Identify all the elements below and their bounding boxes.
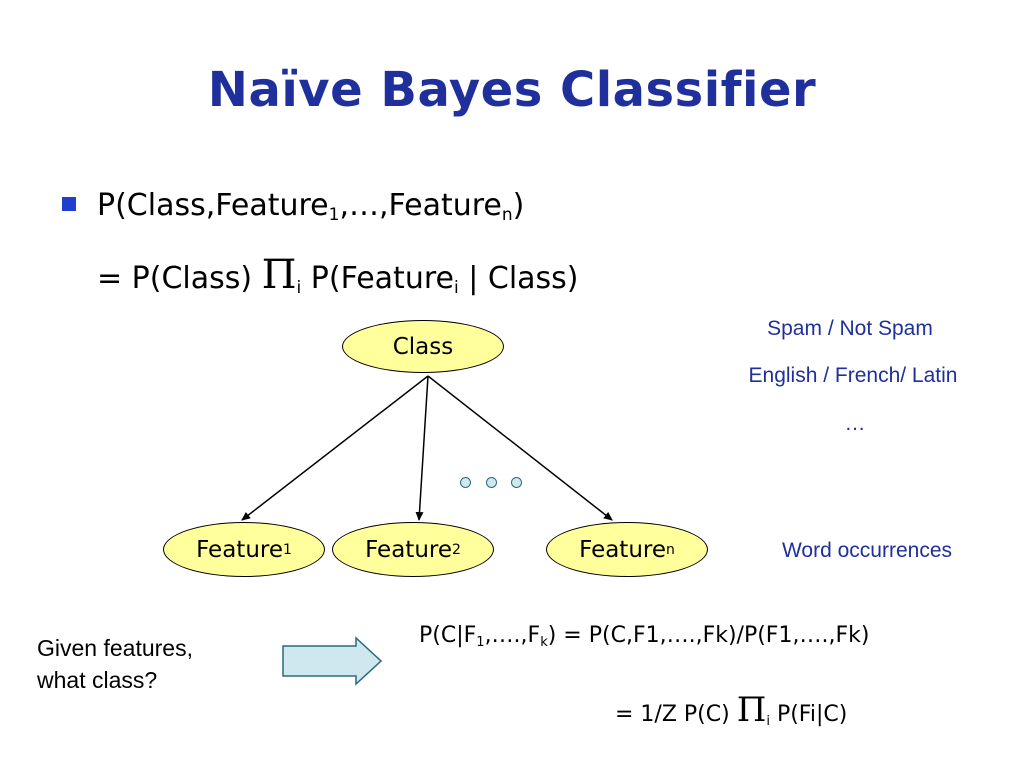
product-symbol-2: Π xyxy=(736,690,767,730)
eq1-mid: ,…,Feature xyxy=(339,188,502,223)
joint-probability-line: P(Class,Feature1,…,Featuren) xyxy=(97,188,524,225)
f1-sub-1: 1 xyxy=(476,635,485,650)
label-ellipsis: … xyxy=(844,412,866,435)
eq1-prefix: P(Class,Feature xyxy=(97,188,329,223)
f1-sub-k: k xyxy=(540,635,548,650)
question-line-1: Given features, xyxy=(37,635,193,661)
eq1-sub-n: n xyxy=(501,205,513,225)
f2-b: P(Fi|C) xyxy=(769,702,848,727)
eq1-suffix: ) xyxy=(512,188,525,223)
class-node-label: Class xyxy=(392,333,454,360)
feature-1-label: Feature xyxy=(196,536,283,563)
f1-a: P(C|F xyxy=(419,623,477,648)
ellipsis-dot-icon xyxy=(460,477,471,488)
feature-n-sub: n xyxy=(666,541,675,558)
feature-n-label: Feature xyxy=(579,536,667,563)
question-line-2: what class? xyxy=(37,667,158,693)
factorization-line: = P(Class) Πi P(Featurei | Class) xyxy=(97,252,579,298)
edge-class-featuren xyxy=(427,375,613,521)
question-text: Given features, what class? xyxy=(37,632,193,696)
ellipsis-dot-icon xyxy=(486,477,497,488)
eq2-sub-i2: i xyxy=(453,278,459,298)
label-spam: Spam / Not Spam xyxy=(767,317,933,340)
feature-2-label: Feature xyxy=(365,536,452,563)
right-arrow-icon xyxy=(282,636,383,686)
product-symbol: Π xyxy=(261,252,297,298)
ellipsis-dot-icon xyxy=(511,477,522,488)
label-language: English / French/ Latin xyxy=(748,364,958,387)
eq2-mid: P(Feature xyxy=(301,261,454,296)
edge-class-feature2 xyxy=(415,375,429,521)
bullet-square-icon xyxy=(62,197,76,211)
posterior-formula-line-1: P(C|F1,….,Fk) = P(C,F1,….,Fk)/P(F1,….,Fk… xyxy=(419,623,869,650)
feature-2-sub: 2 xyxy=(452,541,461,558)
edge-class-feature1 xyxy=(241,375,429,521)
f1-c: ) = P(C,F1,….,Fk)/P(F1,….,Fk) xyxy=(547,623,870,648)
feature-1-sub: 1 xyxy=(283,541,292,558)
eq2-suffix: | Class) xyxy=(458,261,579,296)
f1-b: ,….,F xyxy=(484,623,541,648)
f2-a: = 1/Z P(C) xyxy=(615,702,737,727)
slide-title: Naïve Bayes Classifier xyxy=(207,62,817,118)
posterior-formula-line-2: = 1/Z P(C) Πi P(Fi|C) xyxy=(615,690,847,730)
f2-sub: i xyxy=(766,714,770,729)
eq2-prefix: = P(Class) xyxy=(97,261,262,296)
eq1-sub-1: 1 xyxy=(328,205,340,225)
class-node: Class xyxy=(342,320,504,373)
label-word-occurrences: Word occurrences xyxy=(781,539,952,562)
eq2-sub-i: i xyxy=(296,278,302,298)
